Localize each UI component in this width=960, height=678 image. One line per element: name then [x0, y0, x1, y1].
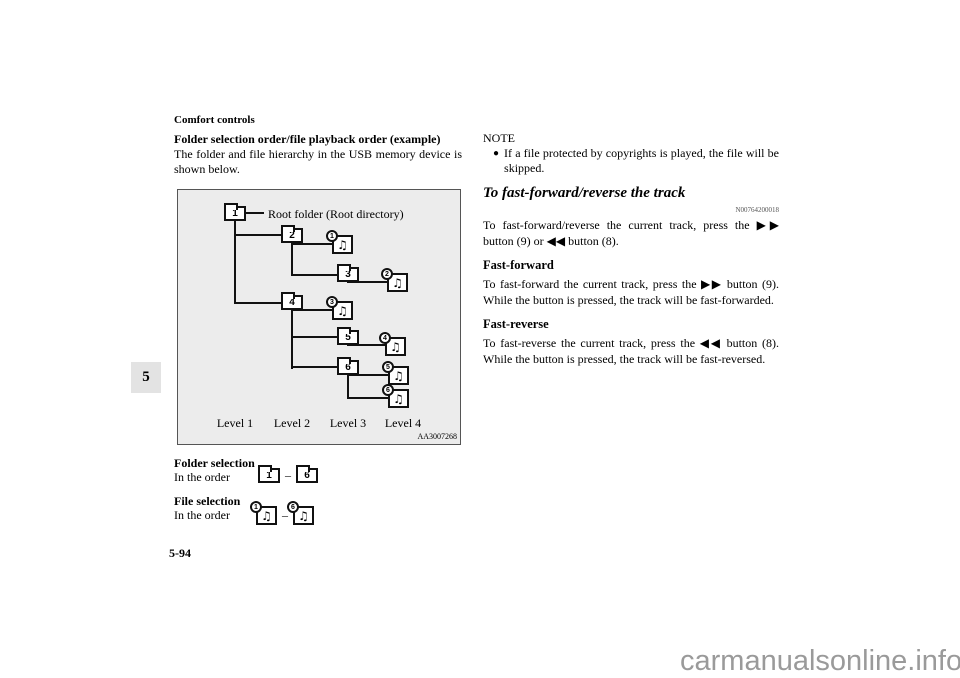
tree-line: [234, 302, 282, 304]
file-number-badge: 3: [326, 296, 338, 308]
music-file-icon: 1 ♫: [326, 230, 353, 254]
folder-number: 1: [266, 470, 272, 481]
chapter-tab: 5: [131, 362, 161, 393]
music-note-icon: ♫: [337, 237, 348, 252]
folder-number: 1: [232, 208, 238, 219]
file-number-badge: 1: [326, 230, 338, 242]
file-range-icons: 1 ♫ – 6 ♫: [250, 500, 314, 525]
folder-hierarchy-diagram: 1 2 3 4 5 6 1 ♫ 2 ♫ 3 ♫ 4 ♫ 5 ♫ 6 ♫ R: [177, 189, 461, 445]
music-file-icon: 5 ♫: [382, 361, 409, 385]
tree-line: [246, 212, 264, 214]
fast-forward-heading: Fast-forward: [483, 258, 554, 272]
folder-icon: 2: [281, 225, 303, 243]
tree-line: [347, 397, 389, 399]
folder-number: 2: [289, 230, 295, 241]
range-dash: –: [282, 508, 288, 522]
range-dash: –: [285, 468, 291, 482]
tree-line: [347, 374, 389, 376]
music-file-icon: 4 ♫: [379, 332, 406, 356]
file-number-badge: 6: [287, 501, 299, 513]
folder-range-icons: 1 – 6: [258, 462, 318, 483]
tree-line: [291, 274, 338, 276]
tree-line: [291, 243, 333, 245]
watermark: carmanualsonline.info: [680, 645, 960, 677]
section-heading: To fast-forward/reverse the track: [483, 185, 686, 201]
music-file-icon: 1 ♫: [250, 501, 277, 525]
folder-number: 6: [304, 470, 310, 481]
file-selection-title: File selection: [174, 494, 241, 508]
music-note-icon: ♫: [390, 339, 401, 354]
folder-number: 6: [345, 362, 351, 373]
level-label: Level 1: [216, 416, 254, 430]
level-label: Level 4: [384, 416, 422, 430]
tree-line: [347, 344, 386, 346]
left-body-text: The folder and file hierarchy in the USB…: [174, 147, 462, 176]
music-note-icon: ♫: [261, 508, 272, 523]
music-file-icon: 3 ♫: [326, 296, 353, 320]
folder-icon: 3: [337, 264, 359, 282]
file-number-badge: 6: [382, 384, 394, 396]
folder-icon: 1: [258, 465, 280, 483]
intro-paragraph: To fast-forward/reverse the current trac…: [483, 218, 779, 248]
music-note-icon: ♫: [337, 303, 348, 318]
right-column: NOTE ● If a file protected by copyrights…: [483, 131, 779, 367]
tree-line: [291, 310, 293, 369]
folder-selection-row: Folder selection In the order 1 – 6: [174, 456, 464, 490]
tree-line: [347, 281, 388, 283]
file-number-badge: 4: [379, 332, 391, 344]
figure-code: AA3007268: [417, 432, 457, 441]
tree-line: [291, 309, 333, 311]
note-title: NOTE: [483, 131, 515, 145]
folder-number: 4: [289, 297, 295, 308]
folder-icon: 1: [224, 203, 246, 221]
left-section-heading: Folder selection order/file playback ord…: [174, 132, 441, 146]
folder-icon: 6: [296, 465, 318, 483]
file-number-badge: 1: [250, 501, 262, 513]
music-note-icon: ♫: [392, 275, 403, 290]
page-number: 5-94: [169, 546, 191, 560]
music-file-icon: 2 ♫: [381, 268, 408, 292]
selection-legend: Folder selection In the order 1 – 6 File…: [174, 456, 464, 532]
folder-number: 5: [345, 332, 351, 343]
tree-line: [234, 234, 282, 236]
folder-selection-subtitle: In the order: [174, 470, 230, 484]
note-item: ● If a file protected by copyrights is p…: [483, 146, 779, 176]
tree-line: [291, 336, 338, 338]
section-reference-code: N00764200018: [735, 206, 779, 214]
file-number-badge: 5: [382, 361, 394, 373]
level-label: Level 3: [329, 416, 367, 430]
file-number-badge: 2: [381, 268, 393, 280]
music-note-icon: ♫: [393, 368, 404, 383]
file-selection-subtitle: In the order: [174, 508, 230, 522]
running-head: Comfort controls: [174, 114, 255, 126]
tree-line: [291, 366, 338, 368]
root-folder-label: Root folder (Root directory): [268, 207, 404, 221]
bullet-icon: ●: [493, 148, 500, 159]
folder-selection-title: Folder selection: [174, 456, 255, 470]
fast-reverse-paragraph: To fast-reverse the current track, press…: [483, 336, 779, 366]
fast-forward-paragraph: To fast-forward the current track, press…: [483, 277, 779, 307]
fast-reverse-heading: Fast-reverse: [483, 317, 549, 331]
music-file-icon: 6 ♫: [382, 384, 409, 408]
file-selection-row: File selection In the order 1 ♫ – 6 ♫: [174, 494, 464, 528]
music-note-icon: ♫: [298, 508, 309, 523]
tree-line: [291, 243, 293, 276]
folder-icon: 4: [281, 292, 303, 310]
tree-line: [347, 375, 349, 398]
music-note-icon: ♫: [393, 391, 404, 406]
level-label: Level 2: [273, 416, 311, 430]
folder-icon: 5: [337, 327, 359, 345]
tree-line: [234, 221, 236, 304]
folder-number: 3: [345, 269, 351, 280]
folder-icon: 6: [337, 357, 359, 375]
note-text: If a file protected by copyrights is pla…: [504, 146, 779, 175]
music-file-icon: 6 ♫: [287, 501, 314, 525]
